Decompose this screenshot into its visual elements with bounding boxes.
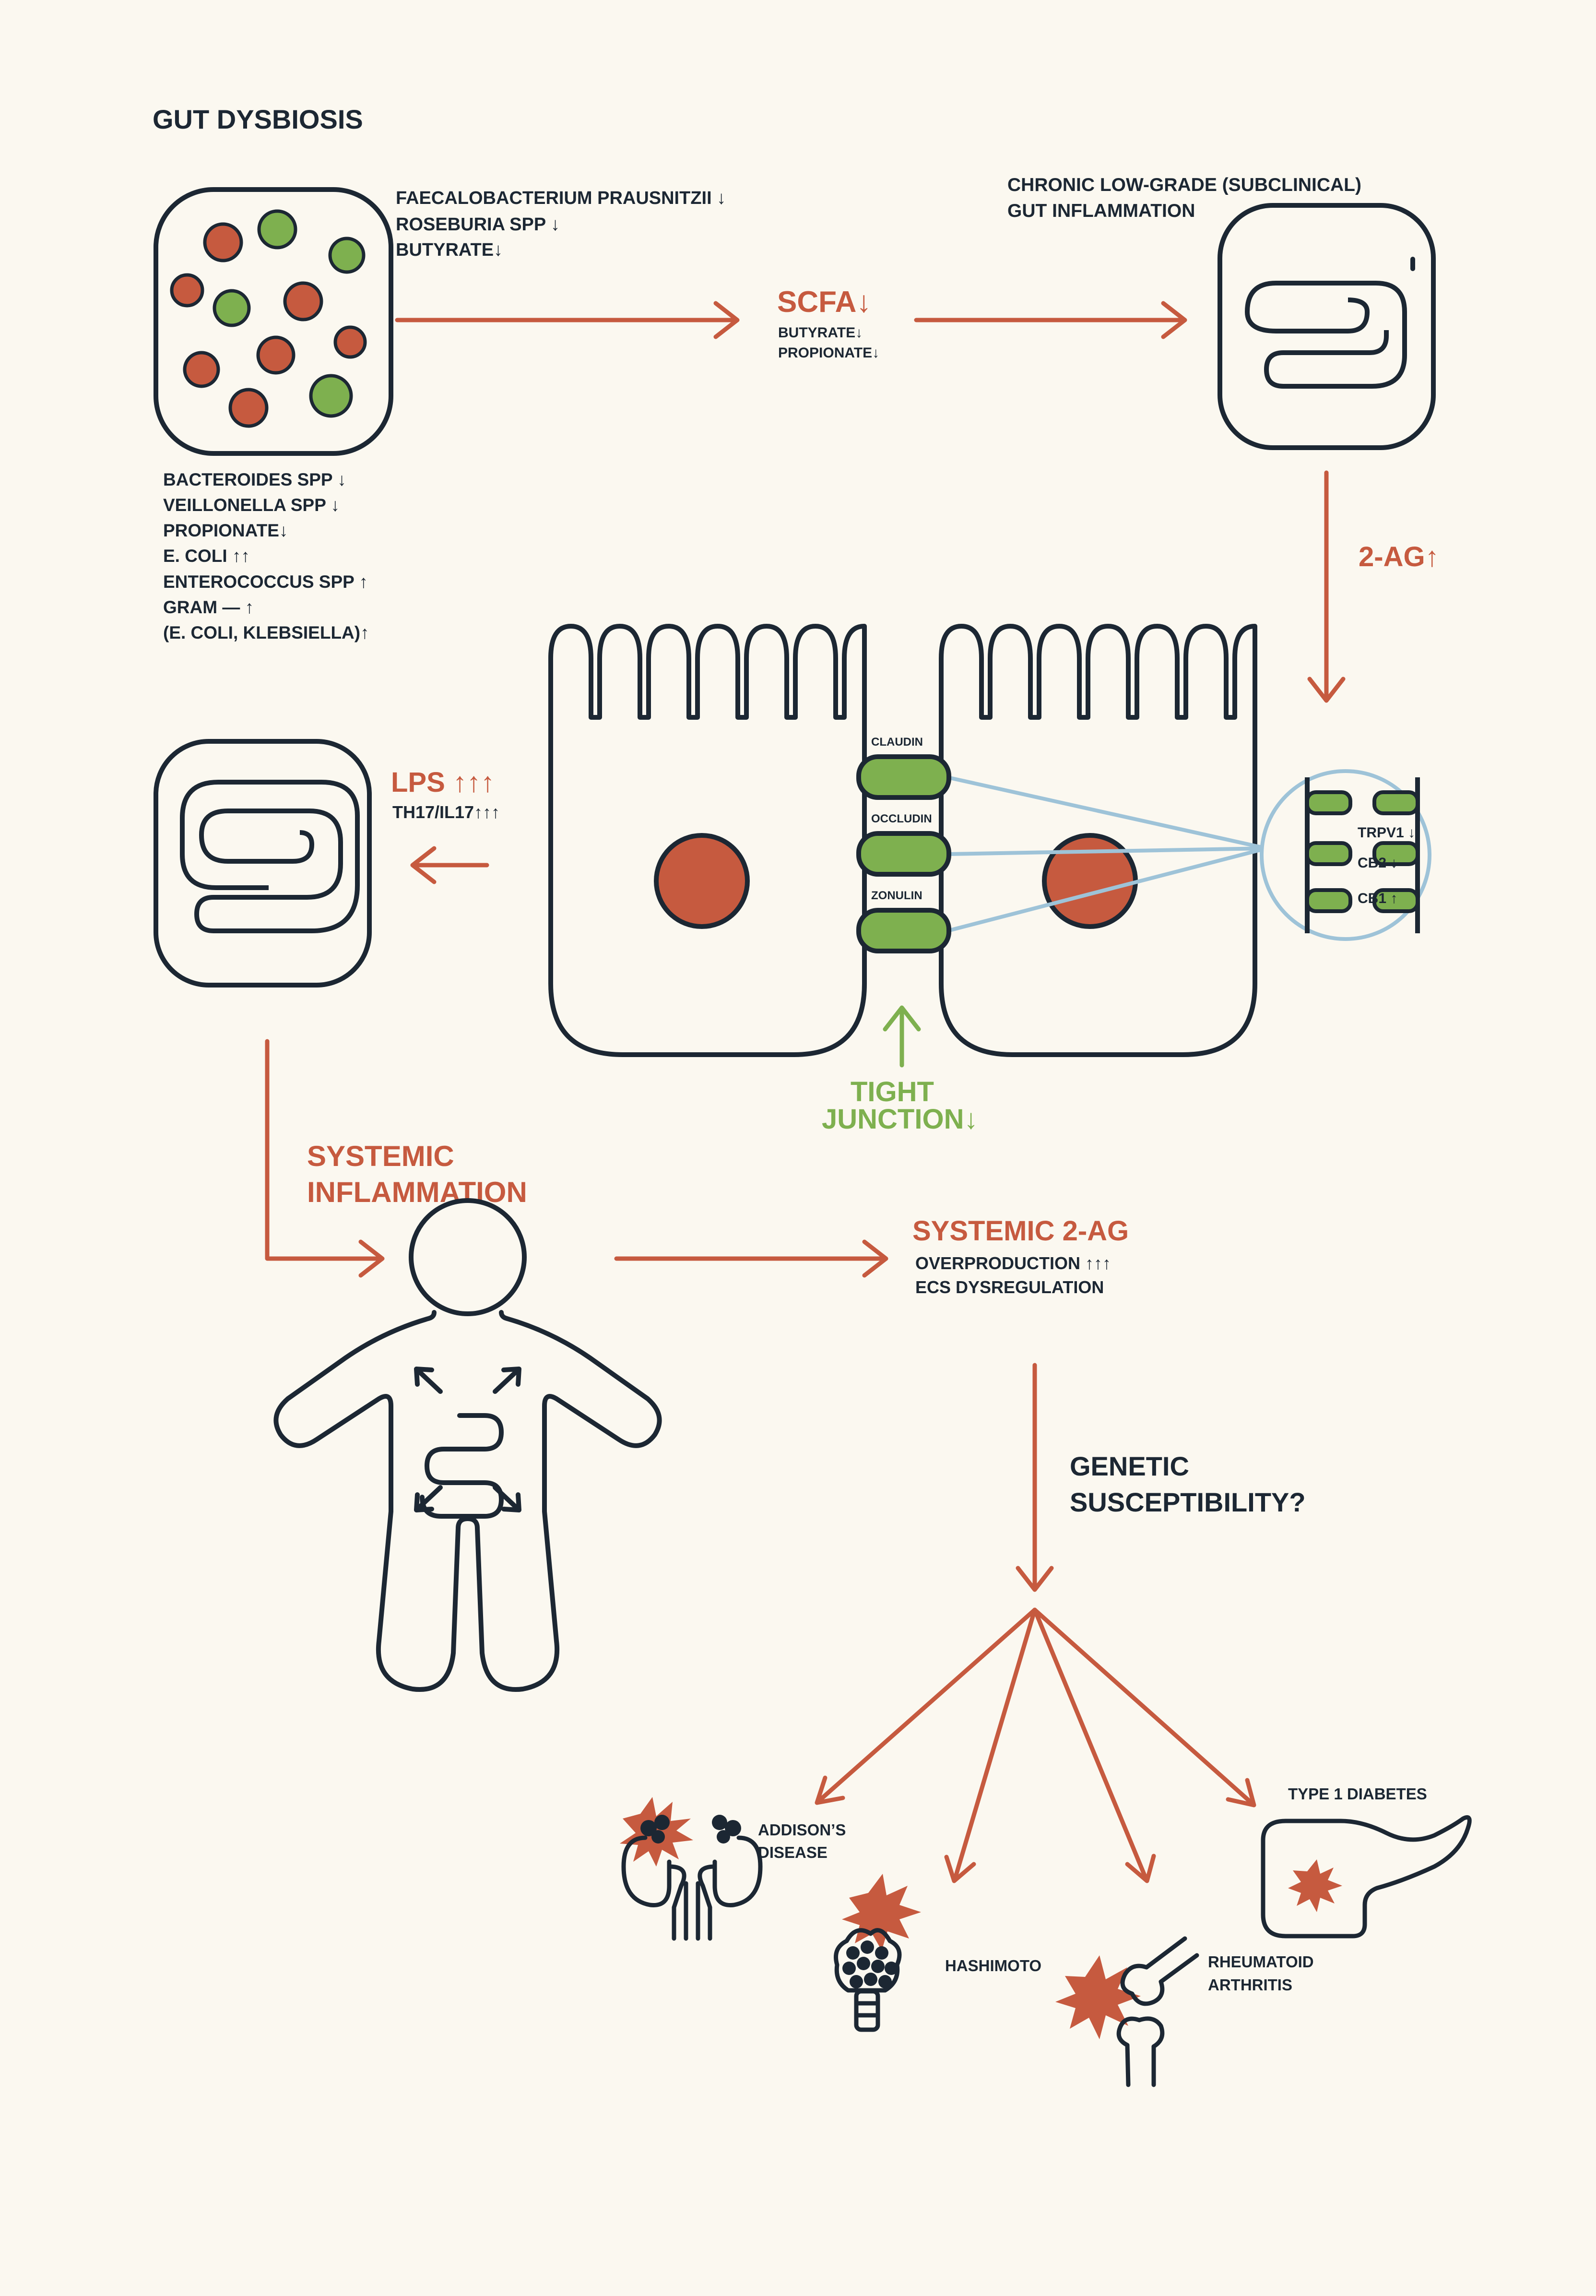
decrease-arrow: ↓ [964, 1104, 978, 1135]
addisons-icon [620, 1797, 763, 1941]
human-figure [273, 1198, 662, 1692]
tight-junction-arrow [883, 1005, 921, 1068]
svg-text:JUNCTION↓: JUNCTION↓ [822, 1104, 978, 1135]
svg-text:BUTYRATE↓: BUTYRATE↓ [778, 325, 863, 341]
junction-protein-occludin: OCCLUDIN [856, 812, 951, 877]
svg-text:BACTEROIDES SPP ↓: BACTEROIDES SPP ↓ [163, 470, 346, 489]
rheumatoid-icon [1055, 1936, 1199, 2087]
svg-text:BUTYRATE↓: BUTYRATE↓ [396, 240, 503, 260]
dysbiosis-bottom-list: BACTEROIDES SPP ↓ VEILLONELLA SPP ↓ PROP… [163, 470, 369, 642]
bacterium-red [283, 281, 323, 321]
junction-protein-zonulin: ZONULIN [856, 889, 951, 953]
increase-arrows: ↑↑↑ [453, 767, 495, 798]
arrow-to-chronic [914, 301, 1187, 339]
svg-text:OVERPRODUCTION ↑↑↑: OVERPRODUCTION ↑↑↑ [915, 1253, 1111, 1273]
diabetes-icon [1261, 1815, 1472, 1939]
scfa-label: SCFA↓ BUTYRATE↓ PROPIONATE↓ [777, 286, 879, 361]
svg-text:RHEUMATOID: RHEUMATOID [1208, 1953, 1314, 1971]
svg-text:TRPV1 ↓: TRPV1 ↓ [1358, 825, 1415, 841]
dysbiosis-top-list: FAECALOBACTERIUM PRAUSNITZII ↓ ROSEBURIA… [396, 188, 726, 260]
epithelial-cell-left [548, 624, 867, 1057]
bacterium-red [256, 335, 296, 375]
svg-text:SUSCEPTIBILITY?: SUSCEPTIBILITY? [1070, 1487, 1306, 1517]
bacteria-box [154, 187, 393, 456]
svg-text:SCFA↓: SCFA↓ [777, 286, 871, 319]
tight-junction-label: TIGHT JUNCTION↓ [822, 1076, 978, 1135]
svg-text:OCCLUDIN: OCCLUDIN [871, 812, 932, 825]
bacterium-red [333, 325, 367, 359]
svg-text:CHRONIC LOW-GRADE (SUBCLINICAL: CHRONIC LOW-GRADE (SUBCLINICAL) [1007, 175, 1361, 195]
decrease-arrow: ↓ [551, 214, 560, 235]
rheumatoid-label: RHEUMATOID ARTHRITIS [1208, 1953, 1314, 1994]
junction-connection-lines [946, 775, 1267, 933]
lps-label: LPS ↑↑↑ TH17/IL17↑↑↑ [391, 767, 500, 822]
svg-text:ADDISON’S: ADDISON’S [758, 1821, 846, 1839]
bacterium-red [203, 222, 243, 262]
diabetes-label: TYPE 1 DIABETES [1288, 1785, 1427, 1803]
arrow-to-lps-gut [410, 846, 489, 884]
svg-text:ARTHRITIS: ARTHRITIS [1208, 1976, 1292, 1994]
bacterium-green [309, 374, 353, 418]
svg-text:SYSTEMIC: SYSTEMIC [307, 1140, 454, 1172]
svg-text:TH17/IL17↑↑↑: TH17/IL17↑↑↑ [392, 802, 500, 822]
svg-text:FAECALOBACTERIUM PRAUSNITZII ↓: FAECALOBACTERIUM PRAUSNITZII ↓ [396, 188, 726, 208]
bacterium-green [213, 289, 251, 327]
svg-text:INFLAMMATION: INFLAMMATION [307, 1176, 527, 1208]
svg-text:PROPIONATE↓: PROPIONATE↓ [778, 345, 879, 361]
systemic-2ag-label: SYSTEMIC 2-AG OVERPRODUCTION ↑↑↑ ECS DYS… [912, 1215, 1129, 1297]
decrease-arrow: ↓ [717, 188, 726, 208]
svg-text:DISEASE: DISEASE [758, 1844, 828, 1861]
bacterium-green [328, 237, 366, 274]
svg-text:VEILLONELLA SPP ↓: VEILLONELLA SPP ↓ [163, 495, 340, 515]
intestine-box-chronic [1218, 203, 1436, 450]
svg-text:GENETIC: GENETIC [1070, 1451, 1189, 1481]
svg-text:PROPIONATE↓: PROPIONATE↓ [163, 521, 288, 540]
diagram-title: GUT DYSBIOSIS [153, 104, 363, 134]
arrow-systemic-inflammation [265, 1039, 385, 1278]
svg-text:CB1 ↑: CB1 ↑ [1358, 891, 1397, 906]
arrows-to-diseases [815, 1607, 1256, 1883]
receptor-zoom-circle: TRPV1 ↓ CB2 ↓ CB1 ↑ [1260, 769, 1431, 941]
decrease-arrow: ↓ [494, 240, 503, 260]
svg-text:ECS DYSREGULATION: ECS DYSREGULATION [915, 1277, 1104, 1297]
intestine-box-lps [154, 739, 372, 987]
svg-text:ROSEBURIA SPP ↓: ROSEBURIA SPP ↓ [396, 214, 560, 235]
svg-text:SYSTEMIC 2-AG: SYSTEMIC 2-AG [912, 1215, 1129, 1247]
addisons-label: ADDISON’S DISEASE [758, 1821, 846, 1861]
decrease-arrow: ↓ [856, 286, 871, 319]
arrow-to-systemic-2ag [614, 1239, 888, 1278]
increase-arrow: ↑ [1425, 541, 1439, 572]
arrow-to-scfa [395, 301, 740, 339]
svg-text:ENTEROCOCCUS SPP ↑: ENTEROCOCCUS SPP ↑ [163, 572, 368, 592]
increase-arrows: ↑↑↑ [1085, 1253, 1111, 1273]
svg-text:(E. COLI, KLEBSIELLA)↑: (E. COLI, KLEBSIELLA)↑ [163, 623, 369, 642]
svg-text:TIGHT: TIGHT [851, 1076, 934, 1107]
arrow-genetic-down [1016, 1363, 1054, 1592]
cell-nucleus-left [654, 833, 750, 929]
genetic-susceptibility-label: GENETIC SUSCEPTIBILITY? [1070, 1451, 1306, 1517]
hashimoto-label: HASHIMOTO [945, 1957, 1041, 1975]
bacterium-red [228, 388, 269, 428]
bacterium-green [257, 209, 297, 250]
bacterium-red [170, 273, 204, 308]
svg-text:CB2 ↓: CB2 ↓ [1358, 855, 1397, 871]
svg-text:GRAM — ↑: GRAM — ↑ [163, 597, 254, 617]
epithelial-cell-right [939, 624, 1257, 1057]
svg-text:E. COLI ↑↑: E. COLI ↑↑ [163, 546, 250, 566]
svg-text:LPS ↑↑↑: LPS ↑↑↑ [391, 767, 495, 798]
svg-text:ZONULIN: ZONULIN [871, 889, 922, 902]
chronic-inflammation-label: CHRONIC LOW-GRADE (SUBCLINICAL) GUT INFL… [1007, 175, 1361, 221]
arrow-2ag-down [1307, 470, 1346, 703]
bacterium-red [183, 351, 220, 388]
svg-text:CLAUDIN: CLAUDIN [871, 736, 923, 749]
hashimoto-icon [834, 1874, 921, 2032]
svg-text:GUT INFLAMMATION: GUT INFLAMMATION [1007, 201, 1195, 221]
junction-protein-claudin: CLAUDIN [856, 736, 951, 800]
two-ag-label: 2-AG↑ [1359, 541, 1439, 572]
systemic-inflammation-label: SYSTEMIC INFLAMMATION [307, 1140, 527, 1208]
